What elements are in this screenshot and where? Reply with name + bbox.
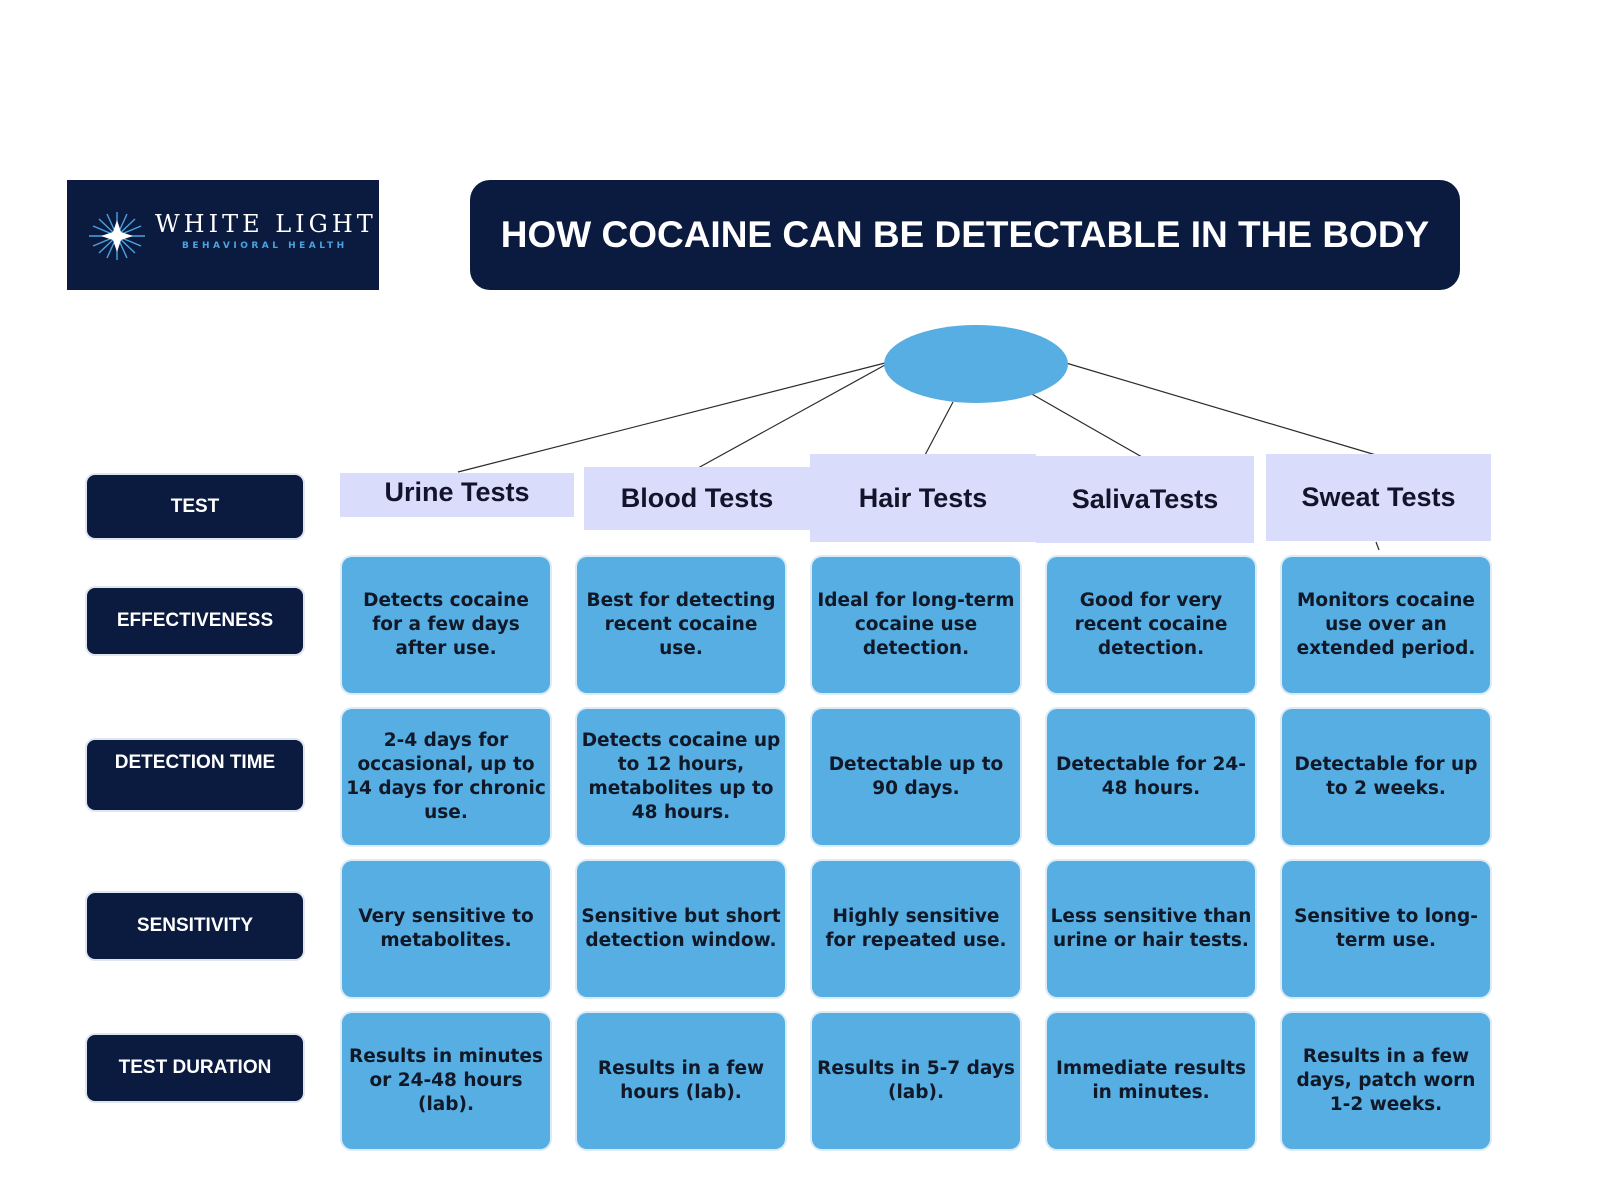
test-header-blood: Blood Tests [584, 467, 810, 530]
connector-line [457, 362, 886, 473]
logo-wordmark: WHITE LIGHT [155, 210, 377, 238]
row-label-sensitivity: SENSITIVITY [87, 893, 303, 959]
cell-hair-test-duration: Results in 5-7 days (lab). [812, 1013, 1020, 1149]
connector-line [1029, 392, 1143, 458]
test-header-hair: Hair Tests [810, 454, 1036, 542]
row-label-effectiveness: EFFECTIVENESS [87, 588, 303, 654]
cell-hair-sensitivity: Highly sensitive for repeated use. [812, 861, 1020, 997]
cell-sweat-detection-time: Detectable for up to 2 weeks. [1282, 709, 1490, 845]
cell-urine-sensitivity: Very sensitive to metabolites. [342, 861, 550, 997]
cell-urine-test-duration: Results in minutes or 24-48 hours (lab). [342, 1013, 550, 1149]
cell-blood-effectiveness: Best for detecting recent cocaine use. [577, 557, 785, 693]
connector-line [697, 364, 886, 469]
brand-logo: WHITE LIGHT BEHAVIORAL HEALTH [67, 180, 379, 290]
cell-saliva-detection-time: Detectable for 24-48 hours. [1047, 709, 1255, 845]
cell-saliva-test-duration: Immediate results in minutes. [1047, 1013, 1255, 1149]
test-header-urine: Urine Tests [340, 473, 574, 517]
cell-hair-detection-time: Detectable up to 90 days. [812, 709, 1020, 845]
test-header-saliva: SalivaTests [1036, 456, 1254, 543]
cell-sweat-sensitivity: Sensitive to long-term use. [1282, 861, 1490, 997]
cell-urine-effectiveness: Detects cocaine for a few days after use… [342, 557, 550, 693]
connector-line [1375, 541, 1380, 551]
cell-blood-sensitivity: Sensitive but short detection window. [577, 861, 785, 997]
cell-blood-test-duration: Results in a few hours (lab). [577, 1013, 785, 1149]
cell-saliva-sensitivity: Less sensitive than urine or hair tests. [1047, 861, 1255, 997]
logo-tagline: BEHAVIORAL HEALTH [182, 241, 348, 251]
connector-line [924, 401, 954, 456]
row-label-test-duration: TEST DURATION [87, 1035, 303, 1101]
title-banner: HOW COCAINE CAN BE DETECTABLE IN THE BOD… [470, 180, 1460, 290]
cell-hair-effectiveness: Ideal for long-term cocaine use detectio… [812, 557, 1020, 693]
cell-blood-detection-time: Detects cocaine up to 12 hours, metaboli… [577, 709, 785, 845]
cell-saliva-effectiveness: Good for very recent cocaine detection. [1047, 557, 1255, 693]
row-label-test: TEST [87, 475, 303, 538]
cell-urine-detection-time: 2-4 days for occasional, up to 14 days f… [342, 709, 550, 845]
row-label-detection-time: DETECTION TIME [87, 740, 303, 810]
test-header-sweat: Sweat Tests [1266, 454, 1491, 541]
central-node [884, 325, 1068, 403]
connector-line [1065, 362, 1377, 456]
cell-sweat-effectiveness: Monitors cocaine use over an extended pe… [1282, 557, 1490, 693]
starburst-icon [89, 212, 145, 260]
cell-sweat-test-duration: Results in a few days, patch worn 1-2 we… [1282, 1013, 1490, 1149]
page-title: HOW COCAINE CAN BE DETECTABLE IN THE BOD… [500, 214, 1430, 255]
